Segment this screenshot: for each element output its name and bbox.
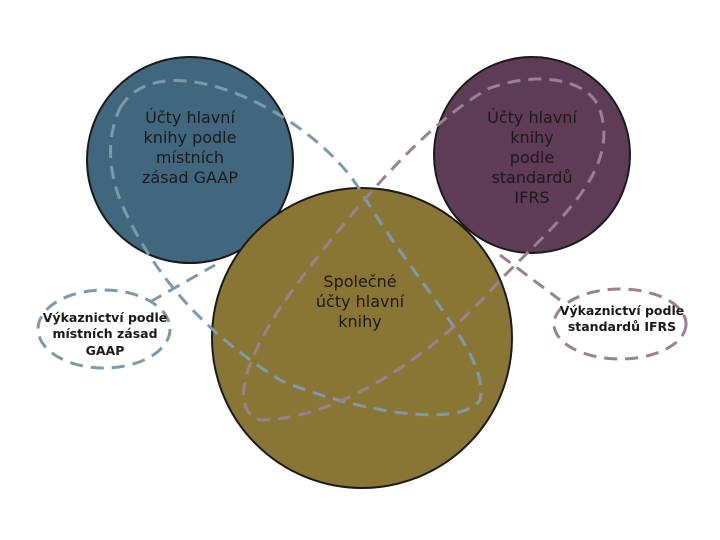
- label-line: knihy podle: [143, 128, 237, 147]
- label-line: knihy: [338, 312, 382, 331]
- dashed-loop-local-gaap: [109, 79, 483, 417]
- circle-ifrs: [433, 56, 631, 254]
- circle-local-gaap: [86, 56, 294, 264]
- label-line: podle: [509, 148, 555, 167]
- dashed-ellipse-reporting-local: [36, 288, 172, 370]
- dashed-connector-local: [149, 263, 216, 304]
- label-line: standardů: [491, 168, 573, 187]
- label-line: IFRS: [514, 188, 550, 207]
- label-ifrs-accounts: Účty hlavní knihy podle standardů IFRS: [452, 108, 612, 208]
- label-reporting-ifrs: Výkaznictví podle standardů IFRS: [548, 303, 696, 336]
- label-line: GAAP: [85, 342, 125, 358]
- label-line: místních: [155, 148, 225, 167]
- dashed-ellipse-reporting-ifrs: [552, 287, 688, 361]
- label-line: Účty hlavní: [487, 108, 577, 127]
- label-line: Výkaznictví podle: [559, 303, 685, 318]
- dashed-connector-ifrs: [499, 253, 561, 302]
- circle-common: [211, 187, 513, 489]
- label-line: místních zásad: [52, 326, 158, 342]
- label-line: Účty hlavní: [145, 108, 235, 127]
- label-line: Společné: [323, 272, 397, 291]
- label-reporting-local-gaap: Výkaznictví podle místních zásad GAAP: [30, 310, 180, 359]
- label-local-gaap-accounts: Účty hlavní knihy podle místních zásad G…: [110, 108, 270, 188]
- label-line: zásad GAAP: [142, 168, 238, 187]
- label-line: Výkaznictví podle: [42, 310, 168, 325]
- label-common-accounts: Společné účty hlavní knihy: [275, 272, 445, 332]
- label-line: standardů IFRS: [567, 319, 677, 335]
- label-line: účty hlavní: [315, 292, 405, 311]
- label-line: knihy: [510, 128, 554, 147]
- dashed-loop-ifrs: [242, 77, 606, 422]
